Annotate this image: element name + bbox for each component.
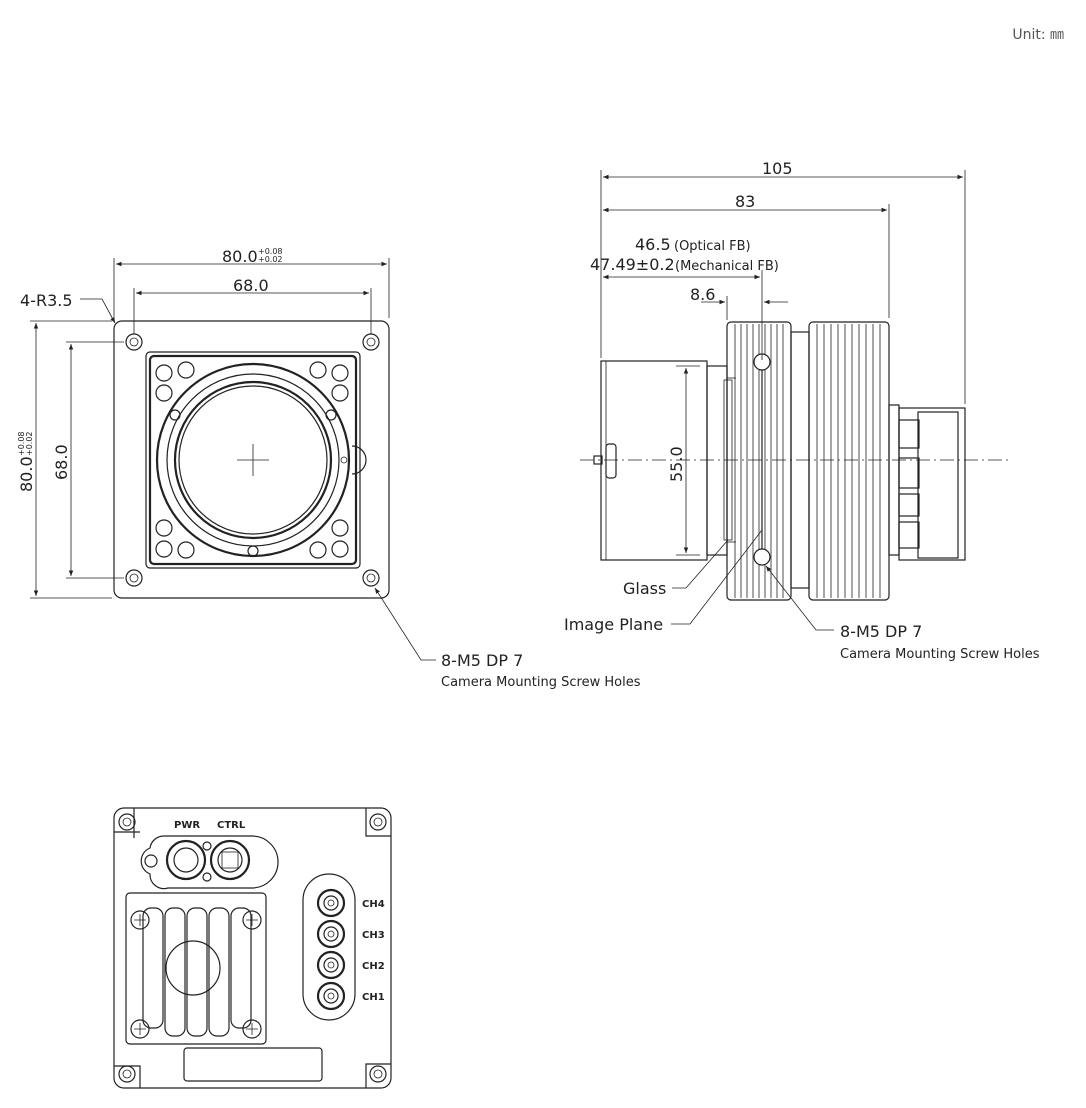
side-screw-desc: Camera Mounting Screw Holes: [840, 647, 1040, 662]
pwr-label: PWR: [174, 820, 200, 831]
ch2-connector: [316, 950, 346, 980]
rear-body-outline: [113, 807, 392, 1089]
unit-label: Unit: ㎜: [1012, 27, 1064, 43]
front-height-tol-upper: +0.08: [17, 431, 26, 456]
ch3-label: CH3: [362, 930, 385, 941]
ctrl-connector: [209, 839, 251, 881]
side-mech-fb: 47.49±0.2: [590, 255, 675, 274]
front-width-dim: 80.0: [222, 247, 258, 266]
ch3-connector: [316, 919, 346, 949]
front-view: 80.0 +0.08 +0.02 68.0 80.0 +0.08 +0.02 6…: [17, 247, 641, 690]
front-height-dim: 80.0: [17, 456, 36, 492]
ch2-label: CH2: [362, 961, 385, 972]
ch4-connector: [316, 888, 346, 918]
front-hole-pitch-v: 68.0: [52, 444, 71, 480]
front-width-tol-upper: +0.08: [258, 247, 283, 256]
front-screw-label: 8-M5 DP 7: [441, 651, 523, 670]
side-mount-dia: 55.0: [667, 446, 686, 482]
glass-label: Glass: [623, 579, 666, 598]
side-optical-fb: 46.5: [635, 235, 671, 254]
side-optical-fb-note: (Optical FB): [674, 239, 751, 254]
side-mech-fb-note: (Mechanical FB): [675, 259, 779, 274]
front-mount-ring-inner: [173, 380, 333, 540]
pwr-connector: [165, 839, 207, 881]
side-flange-dim: 8.6: [690, 285, 715, 304]
front-width-tol-lower: +0.02: [258, 255, 283, 264]
corner-radius-label: 4-R3.5: [20, 291, 73, 310]
ch1-connector: [316, 981, 346, 1011]
front-mount-plate: [145, 351, 361, 569]
rear-view: PWR CTRL: [113, 807, 392, 1089]
front-screw-desc: Camera Mounting Screw Holes: [441, 675, 641, 690]
side-rear-body: [808, 321, 890, 601]
ch4-label: CH4: [362, 899, 385, 910]
side-body-length: 83: [735, 192, 755, 211]
side-view: 105 83 46.5 (Optical FB) 47.49±0.2 (Mech…: [564, 159, 1040, 662]
front-hole-pitch-h: 68.0: [233, 276, 269, 295]
front-body-outline: [113, 320, 390, 599]
side-lens-mount: [600, 360, 708, 561]
ch1-label: CH1: [362, 992, 385, 1003]
front-inner-screws: [155, 361, 349, 559]
ctrl-label: CTRL: [217, 820, 246, 831]
image-plane-label: Image Plane: [564, 615, 663, 634]
front-corner-holes: [125, 333, 380, 587]
side-total-length: 105: [762, 159, 793, 178]
front-height-tol-lower: +0.02: [25, 431, 34, 456]
label-plate: [183, 1047, 323, 1082]
channel-connectors: CH4 CH3 CH2 CH1: [302, 873, 385, 1021]
side-screw-label: 8-M5 DP 7: [840, 622, 922, 641]
fan-grill: [125, 892, 267, 1045]
side-rear-connectors: [888, 404, 966, 561]
